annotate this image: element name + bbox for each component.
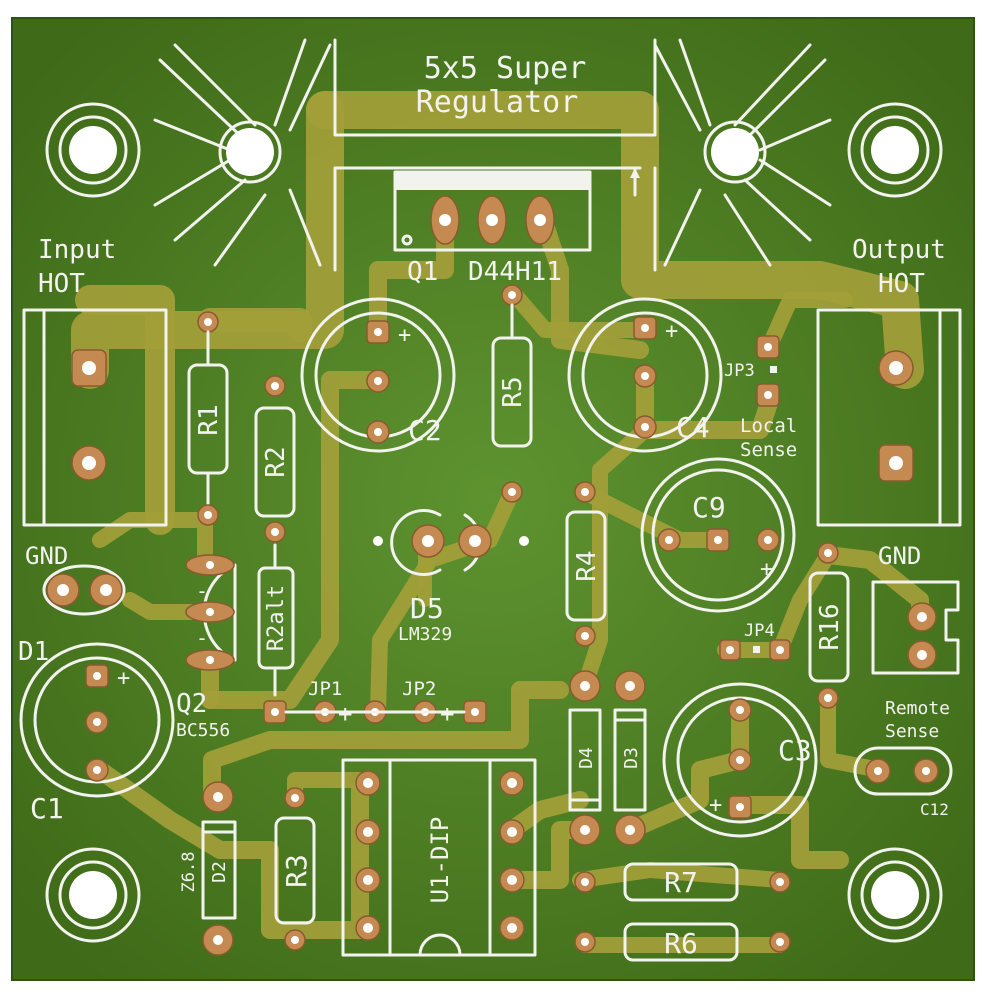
gnd-left-pads bbox=[42, 564, 126, 616]
jp2-label: JP2 bbox=[402, 678, 436, 700]
input-terminal-block bbox=[22, 308, 168, 527]
c3-capacitor: + C3 bbox=[662, 682, 818, 838]
r2-resistor: R2 bbox=[254, 375, 296, 543]
c1-capacitor: + bbox=[19, 642, 175, 798]
q1-part-label: D44H11 bbox=[468, 257, 562, 287]
d4-diode: D4 bbox=[568, 670, 602, 846]
c9-capacitor: + C9 bbox=[640, 457, 796, 613]
local-sense-label-2: Sense bbox=[740, 439, 797, 461]
u1-label: U1-DIP bbox=[426, 817, 454, 904]
r4-label: R4 bbox=[572, 550, 602, 581]
jp3-jumper bbox=[756, 335, 780, 407]
jp3-label: JP3 bbox=[724, 361, 755, 381]
r7-label: R7 bbox=[664, 866, 698, 899]
c12-label: C12 bbox=[920, 800, 949, 819]
r7-resistor: R7 bbox=[574, 862, 791, 902]
jp4-jumper bbox=[719, 639, 791, 661]
q2-label: Q2 bbox=[176, 689, 207, 719]
svg-text:+: + bbox=[760, 557, 773, 582]
c9-label: C9 bbox=[692, 491, 726, 524]
gnd-right-connector bbox=[871, 580, 960, 675]
output-hot-label-2: HOT bbox=[878, 269, 925, 299]
q1-transistor bbox=[393, 170, 592, 252]
r6-label: R6 bbox=[664, 927, 698, 960]
board-title-line1: 5x5 Super bbox=[424, 51, 587, 86]
input-hot-label-1: Input bbox=[38, 235, 116, 265]
svg-text:+: + bbox=[665, 319, 678, 344]
d4-label: D4 bbox=[576, 747, 597, 769]
z68-label: Z6.8 bbox=[179, 852, 199, 893]
c3-label: C3 bbox=[778, 734, 812, 767]
r2-label: R2 bbox=[261, 446, 291, 477]
jp1-jp2-jumpers: + + bbox=[263, 700, 487, 728]
svg-text:+: + bbox=[709, 793, 722, 818]
u1-dip-ic: U1-DIP bbox=[341, 758, 537, 957]
heatsink-outline bbox=[153, 38, 832, 272]
c2-capacitor: + C2 bbox=[300, 297, 456, 453]
d3-label: D3 bbox=[621, 747, 642, 769]
r1-resistor: R1 bbox=[187, 311, 229, 526]
q1-label: Q1 bbox=[407, 257, 438, 287]
r6-resistor: R6 bbox=[574, 922, 791, 962]
input-hot-label-2: HOT bbox=[38, 269, 85, 299]
d2-label: D2 bbox=[209, 861, 230, 883]
r16-resistor: R16 bbox=[808, 542, 850, 709]
d5-reference bbox=[373, 509, 529, 576]
c12-capacitor bbox=[853, 746, 953, 796]
r5-resistor: R5 bbox=[491, 284, 533, 448]
board-title-line2: Regulator bbox=[416, 85, 579, 120]
r3-resistor: R3 bbox=[274, 787, 316, 951]
d1-label: D1 bbox=[18, 637, 49, 667]
svg-text:-: - bbox=[196, 579, 208, 603]
output-terminal-block bbox=[816, 308, 962, 527]
r16-label: R16 bbox=[815, 604, 845, 651]
svg-text:+: + bbox=[117, 666, 130, 691]
d3-diode: D3 bbox=[613, 670, 647, 846]
remote-sense-label-2: Sense bbox=[885, 721, 939, 742]
mounting-holes bbox=[45, 102, 943, 943]
output-hot-label-1: Output bbox=[852, 235, 946, 265]
r2alt-label: R2alt bbox=[264, 585, 289, 651]
r2alt-resistor: R2alt bbox=[257, 543, 295, 697]
svg-text:+: + bbox=[440, 700, 454, 728]
svg-text:+: + bbox=[398, 323, 411, 348]
r4-resistor: R4 bbox=[501, 481, 607, 647]
r3-label: R3 bbox=[280, 854, 313, 888]
c4-label: C4 bbox=[676, 411, 710, 444]
copper-traces bbox=[71, 91, 929, 953]
remote-sense-label-1: Remote bbox=[885, 698, 950, 719]
gnd-right-label: GND bbox=[878, 542, 921, 570]
q2-part-label: BC556 bbox=[176, 720, 230, 741]
d5-label: D5 bbox=[410, 592, 444, 625]
local-sense-label-1: Local bbox=[740, 415, 797, 437]
gnd-left-label: GND bbox=[25, 542, 68, 570]
r1-label: R1 bbox=[194, 404, 224, 435]
svg-text:+: + bbox=[338, 700, 352, 728]
d2-zener: D2 bbox=[201, 781, 237, 956]
c2-label: C2 bbox=[408, 414, 442, 447]
c1-label: C1 bbox=[30, 792, 64, 825]
c4-capacitor: + C4 bbox=[567, 297, 723, 453]
svg-text:-: - bbox=[196, 626, 208, 650]
d5-part-label: LM329 bbox=[398, 624, 452, 645]
q2-transistor: - - bbox=[185, 554, 237, 671]
r5-label: R5 bbox=[498, 376, 528, 407]
jp1-label: JP1 bbox=[308, 678, 342, 700]
jp4-label: JP4 bbox=[744, 621, 775, 641]
